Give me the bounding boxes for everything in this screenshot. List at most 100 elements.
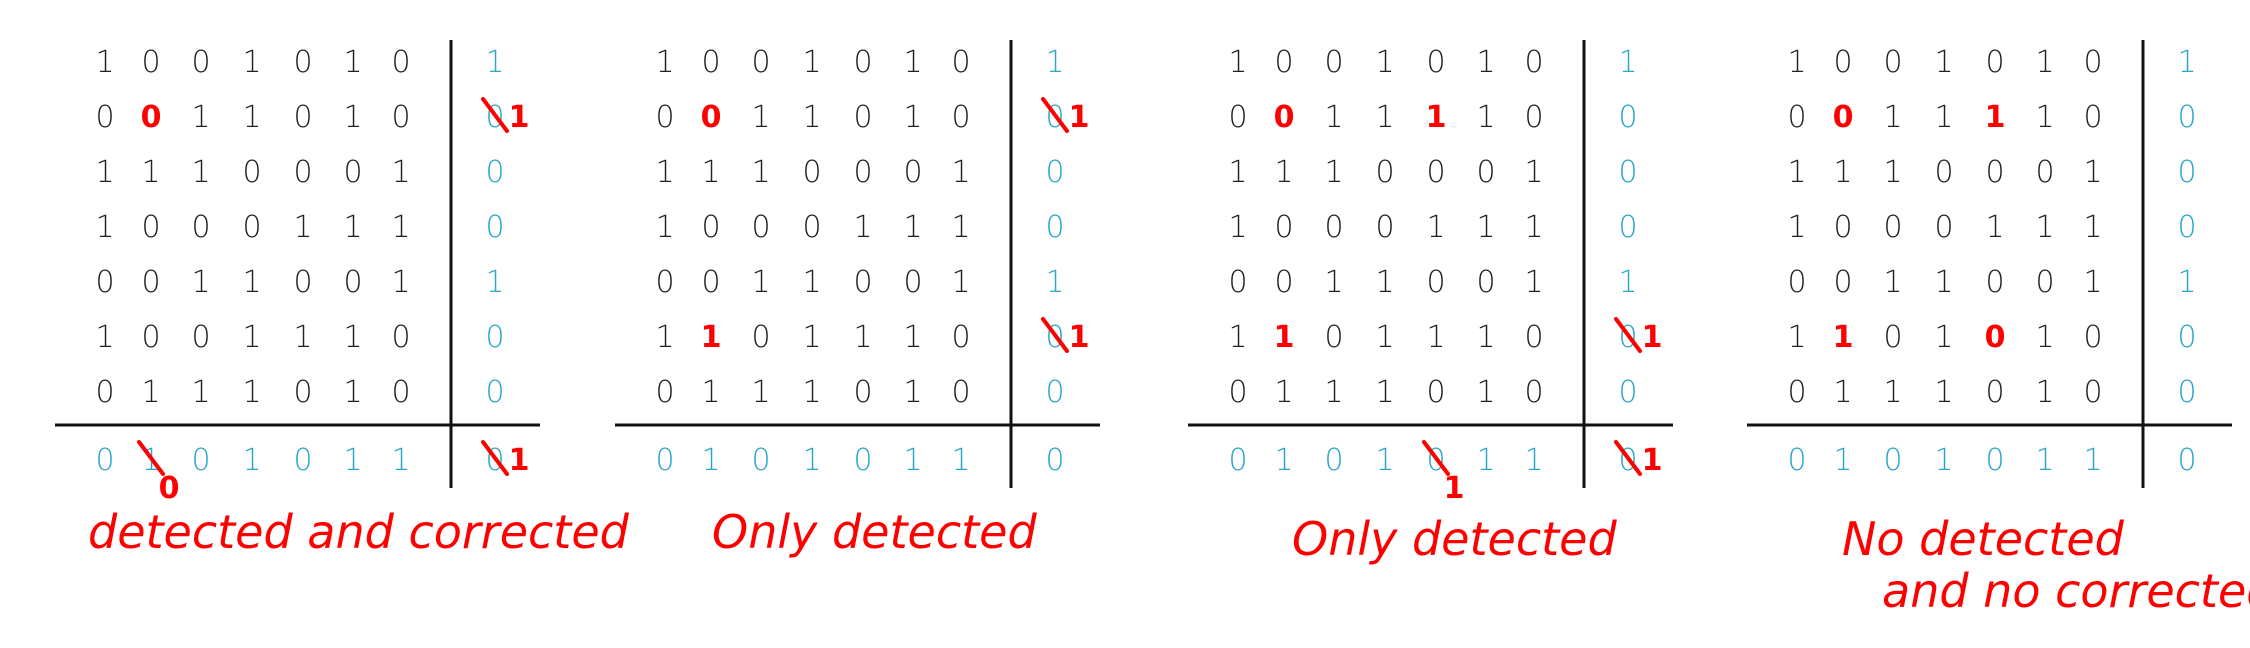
strike-mark: [481, 97, 509, 133]
data-bit-r6-c3: 1: [1375, 375, 1394, 410]
data-bit-r2-c2: 1: [751, 155, 770, 190]
data-bit-r5-c4: 1: [853, 320, 872, 355]
parity-bit-r1-c7: 0: [1618, 100, 1637, 135]
panel-caption: Only detected: [1292, 512, 1617, 566]
data-bit-r6-c0: 0: [1787, 375, 1806, 410]
data-bit-r0-c5: 1: [903, 45, 922, 80]
data-bit-r0-c1: 0: [1274, 45, 1293, 80]
data-bit-r3-c4: 1: [1985, 210, 2004, 245]
data-bit-r6-c1: 1: [141, 375, 160, 410]
parity-bit-r0-c7: 1: [1045, 45, 1064, 80]
data-bit-r3-c6: 1: [951, 210, 970, 245]
corrected-value: 1: [1444, 471, 1465, 506]
data-bit-r6-c2: 1: [1883, 375, 1902, 410]
data-bit-r3-c0: 1: [1787, 210, 1806, 245]
parity-bit-r7-c1: 1: [701, 443, 720, 478]
parity-bit-r7-c2: 0: [1324, 443, 1343, 478]
parity-bit-r4-c7: 1: [1618, 265, 1637, 300]
data-bit-r6-c4: 0: [1985, 375, 2004, 410]
parity-bit-r4-c7: 1: [2177, 265, 2196, 300]
parity-bit-r2-c7: 0: [485, 155, 504, 190]
data-bit-r0-c2: 0: [1883, 45, 1902, 80]
data-bit-r6-c1: 1: [701, 375, 720, 410]
data-bit-r4-c0: 0: [1228, 265, 1247, 300]
parity-bit-r7-c6: 1: [2083, 443, 2102, 478]
parity-bit-r6-c7: 0: [485, 375, 504, 410]
data-bit-r5-c6: 0: [2083, 320, 2102, 355]
strike-mark: [1422, 440, 1450, 476]
data-bit-r5-c6: 0: [951, 320, 970, 355]
data-bit-r3-c4: 1: [853, 210, 872, 245]
data-bit-r0-c3: 1: [242, 45, 261, 80]
data-bit-r5-c3: 1: [1934, 320, 1953, 355]
parity-bit-r0-c7: 1: [485, 45, 504, 80]
data-bit-r3-c3: 0: [1934, 210, 1953, 245]
parity-bit-r2-c7: 0: [1618, 155, 1637, 190]
panel-caption: and no corrected: [1882, 564, 2250, 618]
data-bit-r3-c5: 1: [343, 210, 362, 245]
data-bit-r0-c0: 1: [655, 45, 674, 80]
data-bit-r1-c3: 1: [242, 100, 261, 135]
parity-bit-r4-c7: 1: [485, 265, 504, 300]
strike-mark: [1041, 97, 1069, 133]
data-bit-r1-c2: 1: [1883, 100, 1902, 135]
data-bit-r0-c1: 0: [141, 45, 160, 80]
data-bit-r0-c1: 0: [1833, 45, 1852, 80]
parity-bit-r6-c7: 0: [2177, 375, 2196, 410]
data-bit-r5-c2: 0: [191, 320, 210, 355]
data-bit-r4-c1: 0: [141, 265, 160, 300]
data-bit-r4-c5: 0: [343, 265, 362, 300]
data-bit-r4-c4: 0: [293, 265, 312, 300]
panel-caption: No detected: [1842, 512, 2125, 566]
data-bit-r1-c3: 1: [1375, 100, 1394, 135]
data-bit-r2-c6: 1: [391, 155, 410, 190]
parity-bit-r4-c7: 1: [1045, 265, 1064, 300]
parity-bit-r7-c5: 1: [343, 443, 362, 478]
data-bit-r5-c4: 0: [1985, 320, 2006, 355]
data-bit-r0-c5: 1: [2035, 45, 2054, 80]
data-bit-r4-c5: 0: [1476, 265, 1495, 300]
data-bit-r2-c1: 1: [141, 155, 160, 190]
parity-bit-r0-c7: 1: [2177, 45, 2196, 80]
data-bit-r1-c6: 0: [2083, 100, 2102, 135]
data-bit-r3-c6: 1: [1524, 210, 1543, 245]
data-bit-r5-c1: 0: [141, 320, 160, 355]
parity-bit-r7-c3: 1: [802, 443, 821, 478]
parity-bit-r5-c7: 0: [2177, 320, 2196, 355]
data-bit-r4-c3: 1: [802, 265, 821, 300]
data-bit-r5-c6: 0: [391, 320, 410, 355]
data-bit-r2-c4: 0: [1985, 155, 2004, 190]
data-bit-r4-c0: 0: [655, 265, 674, 300]
data-bit-r2-c2: 1: [1324, 155, 1343, 190]
data-bit-r3-c2: 0: [1883, 210, 1902, 245]
data-bit-r5-c4: 1: [293, 320, 312, 355]
data-bit-r3-c6: 1: [2083, 210, 2102, 245]
parity-panel-2: 1001010100110100111000101000111000110011…: [615, 40, 1100, 559]
data-bit-r2-c0: 1: [655, 155, 674, 190]
data-bit-r4-c6: 1: [951, 265, 970, 300]
parity-bit-r7-c0: 0: [655, 443, 674, 478]
data-bit-r6-c6: 0: [2083, 375, 2102, 410]
data-bit-r4-c1: 0: [701, 265, 720, 300]
data-bit-r1-c5: 1: [2035, 100, 2054, 135]
data-bit-r4-c4: 0: [1426, 265, 1445, 300]
data-bit-r0-c4: 0: [853, 45, 872, 80]
corrected-value: 1: [1642, 443, 1663, 478]
data-bit-r6-c5: 1: [1476, 375, 1495, 410]
data-bit-r6-c4: 0: [853, 375, 872, 410]
data-bit-r5-c2: 0: [751, 320, 770, 355]
parity-bit-r7-c4: 0: [293, 443, 312, 478]
data-bit-r5-c0: 1: [1787, 320, 1806, 355]
parity-bit-r7-c2: 0: [191, 443, 210, 478]
data-bit-r4-c1: 0: [1833, 265, 1852, 300]
parity-bit-r7-c5: 1: [903, 443, 922, 478]
data-bit-r1-c1: 0: [701, 100, 722, 135]
corrected-value: 1: [509, 100, 530, 135]
data-bit-r2-c1: 1: [1274, 155, 1293, 190]
data-bit-r3-c0: 1: [95, 210, 114, 245]
data-bit-r5-c5: 1: [1476, 320, 1495, 355]
data-bit-r2-c0: 1: [95, 155, 114, 190]
data-bit-r4-c3: 1: [242, 265, 261, 300]
parity-bit-r2-c7: 0: [2177, 155, 2196, 190]
